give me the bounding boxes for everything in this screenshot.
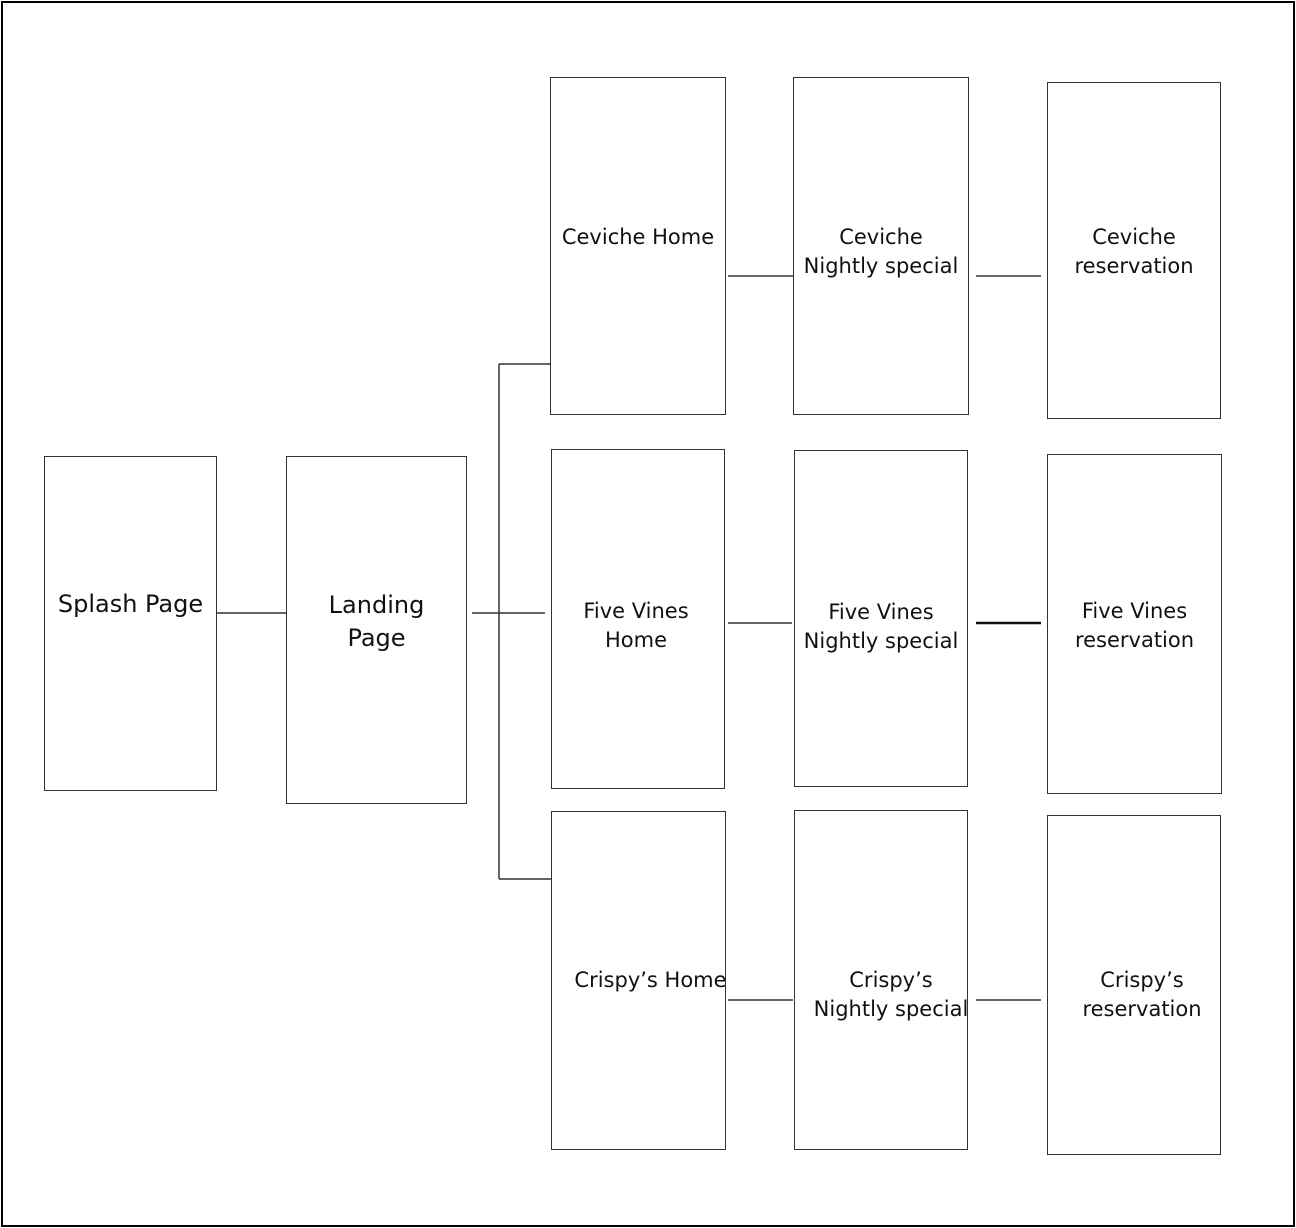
node-crispys-reservation: Crispy’s reservation (1047, 815, 1221, 1155)
node-label: Crispy’s Nightly special (813, 968, 969, 1021)
node-ceviche-reservation: Ceviche reservation (1047, 82, 1221, 419)
node-label: Ceviche Home (561, 225, 715, 249)
node-label: Crispy’s reservation (1082, 968, 1202, 1021)
node-label: Splash Page (57, 590, 204, 618)
node-ceviche-nightly-special: Ceviche Nightly special (793, 77, 969, 415)
node-landing-page: Landing Page (286, 456, 467, 804)
node-label: Ceviche reservation (1074, 225, 1194, 278)
node-label: Five Vines Nightly special (803, 600, 959, 653)
node-label: Five Vines reservation (1074, 599, 1195, 652)
node-ceviche-home: Ceviche Home (550, 77, 726, 415)
node-label: Ceviche Nightly special (803, 225, 959, 278)
node-label: Five Vines Home (583, 599, 689, 652)
node-splash-page: Splash Page (44, 456, 217, 791)
node-label: Landing Page (328, 591, 425, 652)
node-fivevines-reservation: Five Vines reservation (1047, 454, 1222, 794)
node-crispys-nightly-special: Crispy’s Nightly special (794, 810, 968, 1150)
node-fivevines-home: Five Vines Home (551, 449, 725, 789)
node-label: Crispy’s Home (574, 968, 727, 992)
node-crispys-home: Crispy’s Home (551, 811, 727, 1150)
node-fivevines-nightly-special: Five Vines Nightly special (794, 450, 968, 787)
